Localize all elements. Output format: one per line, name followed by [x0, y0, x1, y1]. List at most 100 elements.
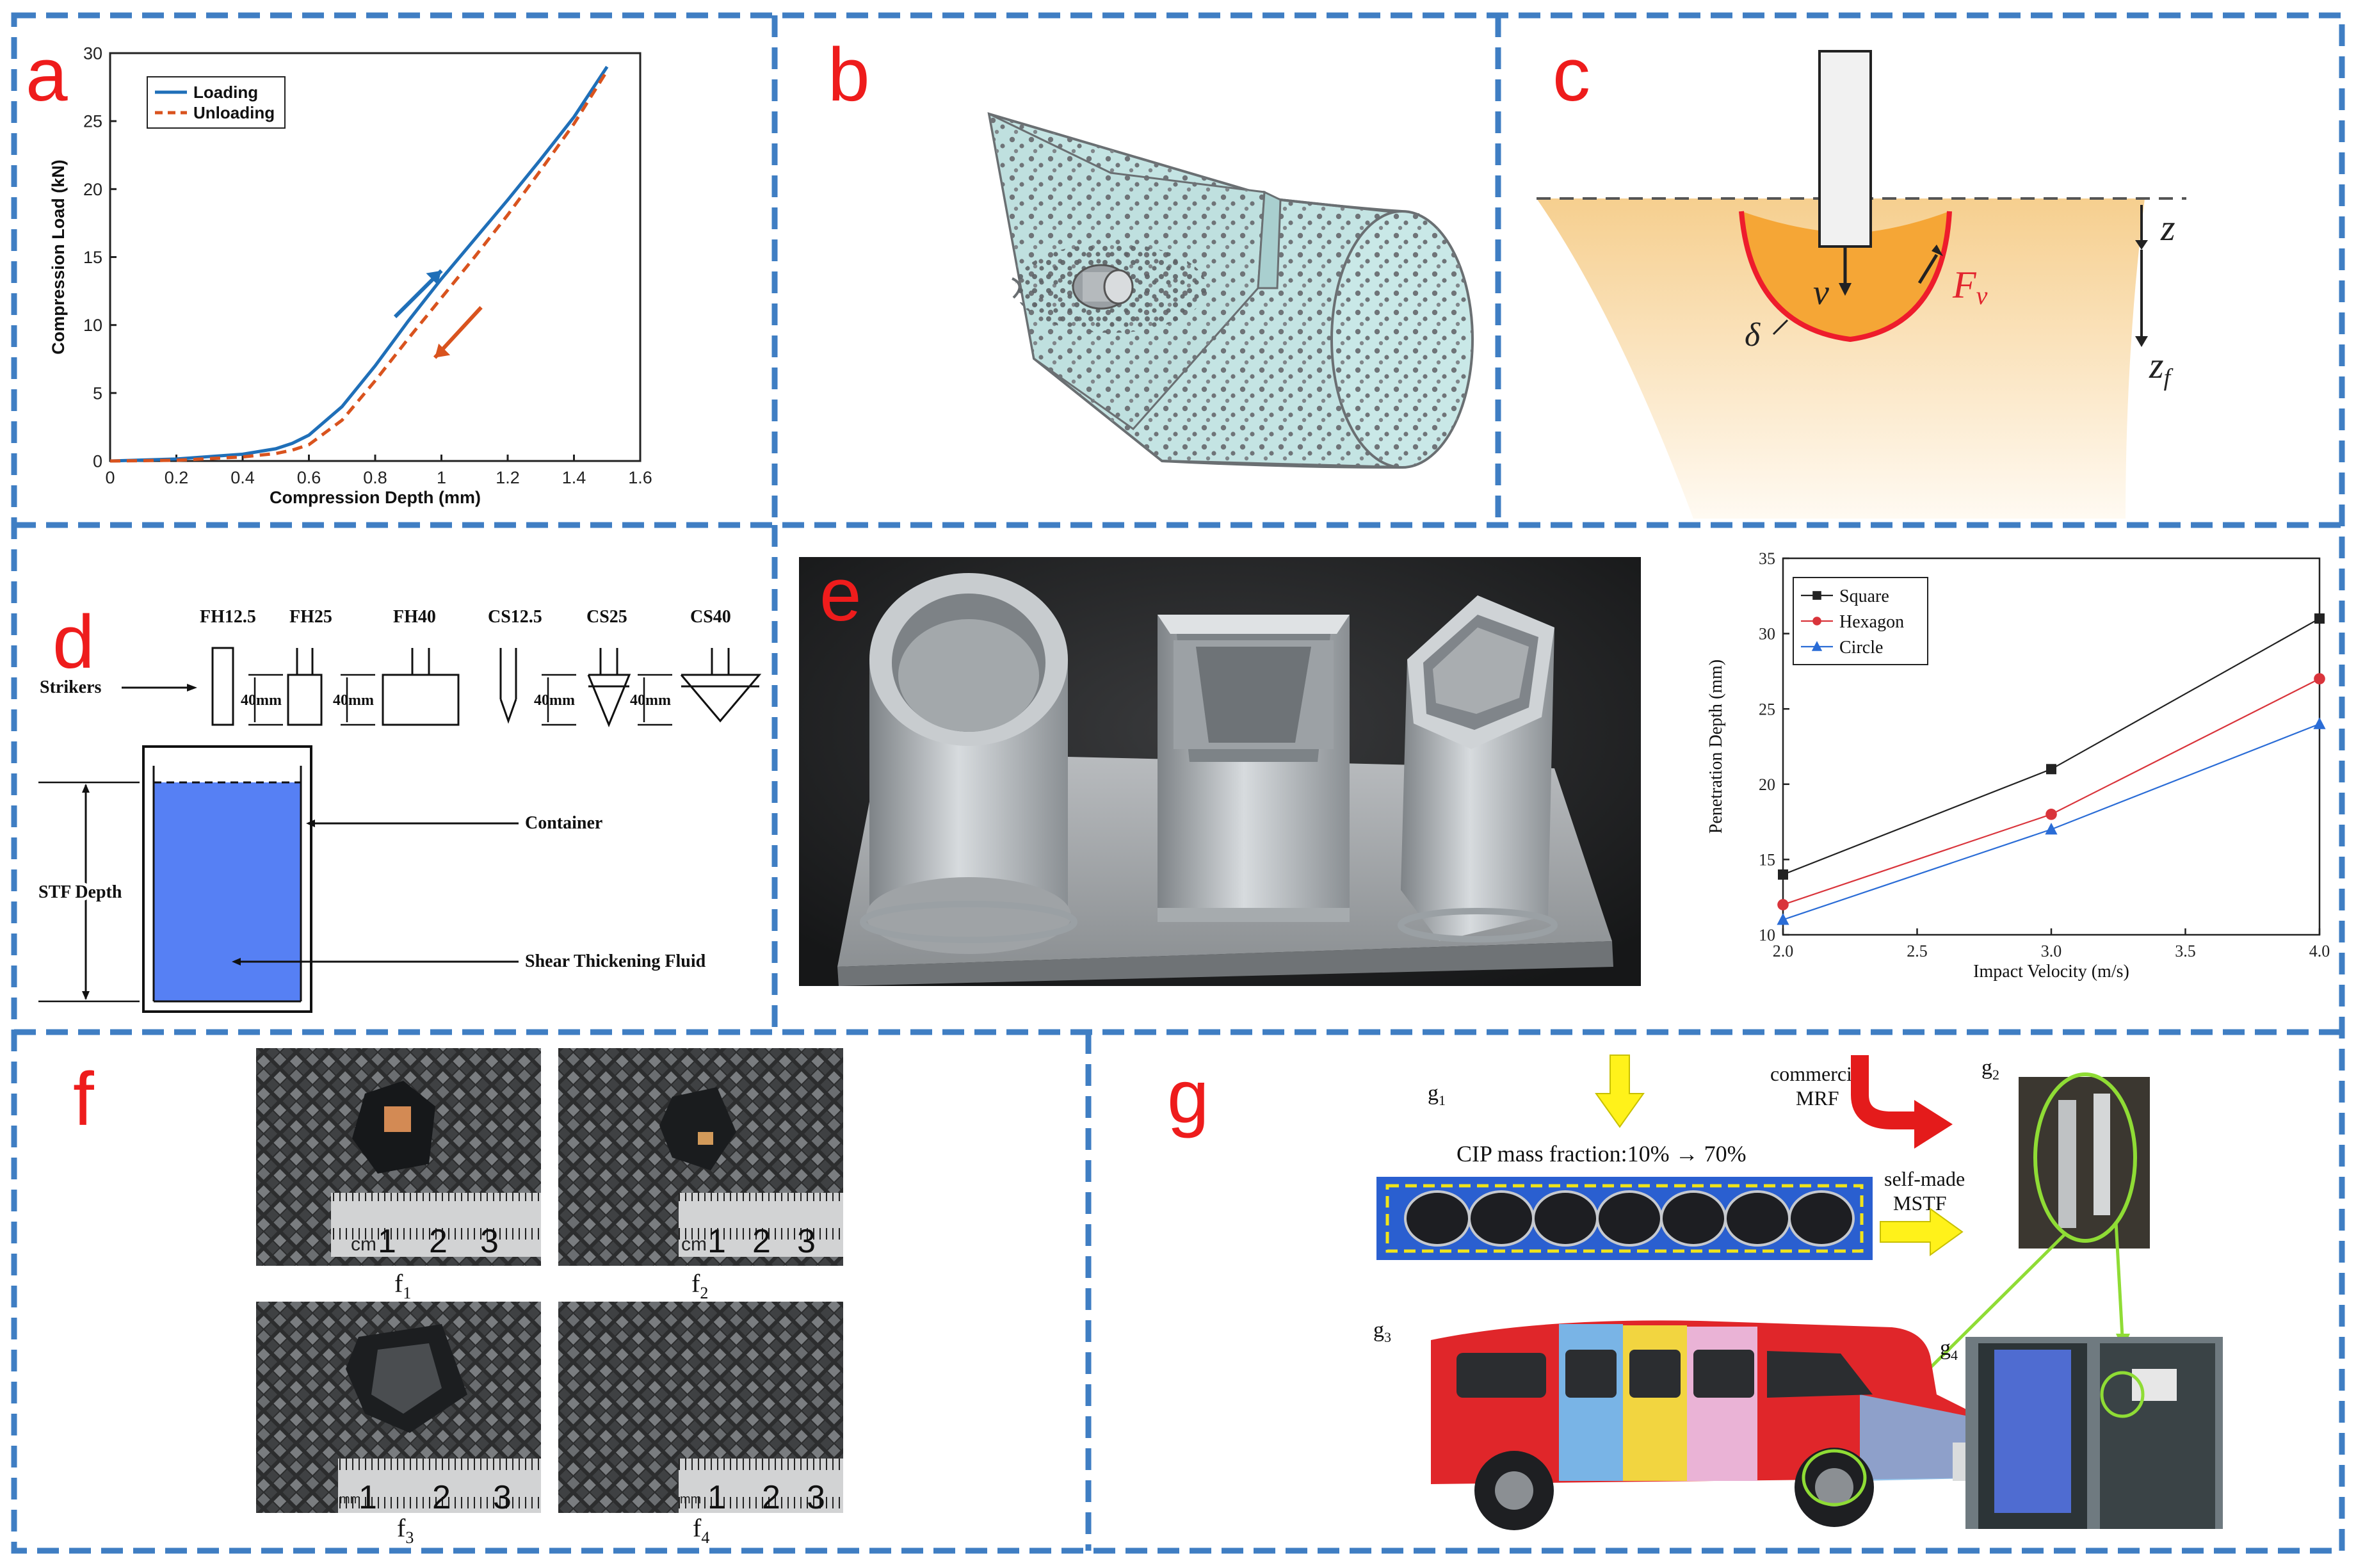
data-point-hexagon [2314, 673, 2325, 684]
indentation-schematic: v Fv δ z zf [1537, 50, 2186, 519]
cip-mass-fraction: CIP mass fraction:10% → 70% [1456, 1141, 1747, 1167]
y-tick-label: 5 [93, 384, 102, 403]
ruler-2-f2: 2 [752, 1223, 771, 1260]
series-line-unloading [109, 70, 609, 463]
final-depth-symbol: zf [2149, 344, 2174, 391]
caption-f3: f3 [397, 1514, 414, 1547]
ruler-1-f2: 1 [707, 1223, 726, 1260]
panel-label-g: g [1167, 1055, 1209, 1139]
ruler-3-f2: 3 [797, 1223, 816, 1260]
ruler-1-f4: 1 [707, 1479, 726, 1516]
panel-g: g g1 CIP mass fraction:10% → 70% commerc… [1092, 1036, 2340, 1548]
test-machine-photo [1965, 1337, 2223, 1529]
specimen-photo-f2 [558, 1048, 843, 1266]
data-point-hexagon [2045, 809, 2057, 820]
dim-fh12-5: 40mm [241, 692, 282, 709]
y-tick-label: 25 [1759, 700, 1775, 718]
unloading-arrowhead [435, 343, 451, 358]
panel-d: d FH12.5 FH25 FH40 CS12.5 CS25 CS40 [19, 529, 771, 1028]
label-g2: g2 [1981, 1056, 1999, 1083]
x-tick-label: 2.0 [1773, 942, 1794, 960]
striker-cs12-5: CS12.5 [488, 607, 542, 627]
data-point-square [2046, 764, 2056, 775]
dim-cs12-5: 40mm [534, 692, 575, 709]
mstf-label: MSTF [1893, 1192, 1947, 1215]
specimen-photo-f1 [256, 1048, 541, 1266]
data-point-circle [1777, 913, 1789, 925]
label-g1: g1 [1428, 1081, 1446, 1108]
striker-container-schematic: FH12.5 FH25 FH40 CS12.5 CS25 CS40 [35, 607, 762, 1013]
ruler-2-f3: 2 [432, 1479, 451, 1516]
particle-cylinder-illustration [987, 112, 1474, 469]
self-made-label: self-made [1884, 1167, 1965, 1190]
legend-label-square: Square [1839, 586, 1889, 606]
ruler-1-f3: 1 [359, 1479, 377, 1516]
y-tick-label: 20 [1759, 775, 1775, 794]
specimen-photo-f4 [558, 1302, 843, 1513]
x-tick-label: 4.0 [2309, 942, 2330, 960]
striker-fh25: FH25 [289, 607, 332, 627]
y-axis-label: Penetration Depth (mm) [1706, 659, 1726, 834]
legend-marker-circle [1811, 641, 1823, 651]
stf-depth-label: STF Depth [38, 882, 122, 902]
x-tick-label: 0.2 [165, 468, 189, 487]
y-tick-label: 10 [83, 316, 102, 335]
label-g3: g3 [1373, 1318, 1391, 1345]
panel-c: c v Fv δ z zf [1501, 19, 2340, 519]
ruler-unit-f4: mm [680, 1492, 701, 1507]
ruler-unit-f1: cm [351, 1234, 376, 1255]
data-point-circle [2313, 717, 2326, 729]
data-point-square [2314, 613, 2325, 624]
damper-photo [2019, 1072, 2150, 1249]
ruler-3-f3: 3 [493, 1479, 512, 1516]
aluminum-tubes-photo [799, 557, 1641, 986]
legend-label-unloading: Unloading [193, 103, 275, 122]
series-line-circle [1782, 723, 2320, 921]
shear-thickening-fluid-label: Shear Thickening Fluid [525, 951, 706, 971]
legend-box [147, 76, 286, 129]
dim-fh25: 40mm [333, 692, 374, 709]
data-point-circle [2045, 822, 2058, 835]
y-tick-label: 0 [93, 451, 102, 471]
ruler-unit-f3: mm [339, 1492, 360, 1507]
x-tick-label: 1.4 [562, 468, 586, 487]
legend-marker-hexagon [1812, 617, 1821, 626]
label-g4: g4 [1940, 1336, 1958, 1363]
legend-label-circle: Circle [1839, 638, 1883, 658]
x-tick-label: 2.5 [1907, 942, 1928, 960]
legend-label-loading: Loading [193, 83, 258, 102]
panel-label-a: a [26, 33, 68, 117]
legend-marker-square [1812, 591, 1821, 600]
x-axis-label: Compression Depth (mm) [270, 488, 481, 507]
strikers-label: Strikers [40, 677, 102, 697]
x-tick-label: 0.8 [363, 468, 387, 487]
dim-cs25: 40mm [630, 692, 671, 709]
data-point-square [1778, 869, 1788, 880]
x-tick-label: 1.6 [628, 468, 652, 487]
x-tick-label: 1 [437, 468, 446, 487]
panel-label-e: e [819, 553, 862, 637]
striker-cs40: CS40 [690, 607, 731, 627]
y-tick-label: 10 [1759, 926, 1775, 944]
mrf-label: MRF [1796, 1087, 1839, 1110]
series-line-loading [109, 65, 609, 463]
caption-f2: f2 [691, 1269, 708, 1302]
y-tick-label: 30 [83, 44, 102, 63]
ruler-1-f1: 1 [378, 1223, 396, 1260]
y-tick-label: 15 [1759, 851, 1775, 869]
ruler-2-f4: 2 [762, 1479, 780, 1516]
panel-label-d: d [52, 600, 95, 684]
boundary-layer-symbol: δ [1745, 317, 1761, 353]
data-point-hexagon [1777, 899, 1789, 910]
container-label: Container [525, 813, 602, 833]
legend-label-hexagon: Hexagon [1839, 612, 1904, 632]
striker-fh12-5: FH12.5 [200, 607, 256, 627]
x-axis-label: Impact Velocity (m/s) [1973, 962, 2129, 982]
y-tick-label: 35 [1759, 549, 1775, 568]
x-tick-label: 1.2 [496, 468, 520, 487]
resistance-force-symbol: Fv [1952, 264, 1988, 310]
